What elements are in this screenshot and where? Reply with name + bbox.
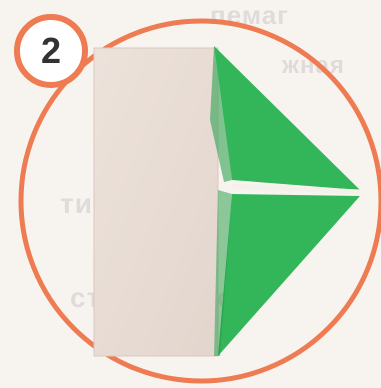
- paper-back-face: [94, 48, 218, 356]
- folded-paper-icon: [94, 46, 360, 356]
- paper-top-flap: [214, 46, 360, 190]
- step-number: 2: [41, 33, 61, 69]
- paper-bottom-flap: [218, 194, 360, 356]
- step-number-badge: 2: [14, 14, 88, 88]
